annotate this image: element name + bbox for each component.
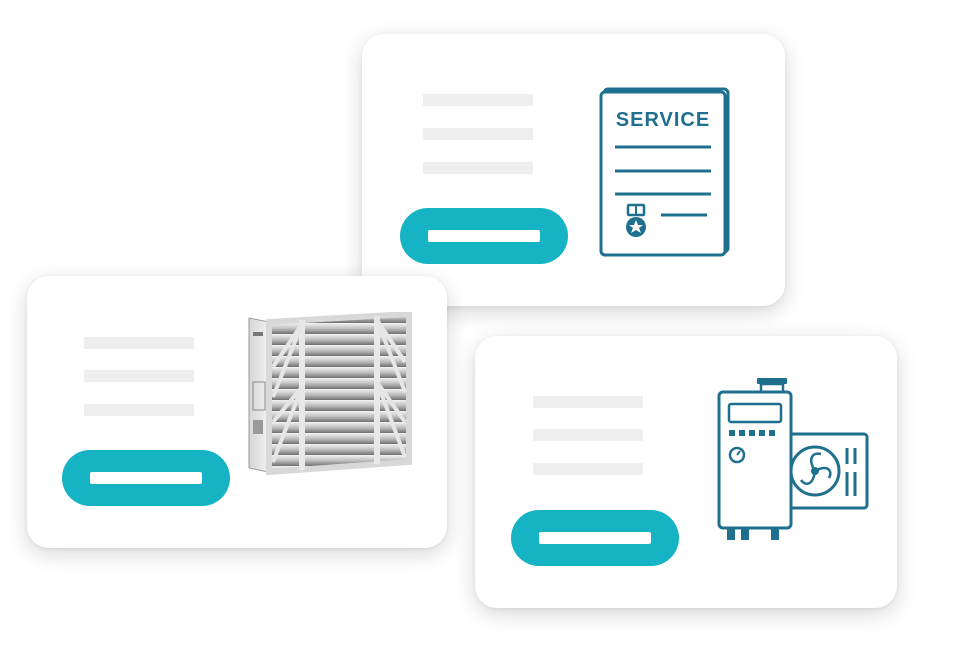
service-card: SERVICE [362,34,785,306]
placeholder-line [423,94,533,106]
service-certificate-icon: SERVICE [599,87,730,257]
placeholder-line [84,370,194,382]
placeholder-line [533,429,643,441]
medal-icon [626,203,646,237]
filter-card-button[interactable] [62,450,230,506]
placeholder-line [423,162,533,174]
hvac-card-button[interactable] [511,510,679,566]
filter-card [27,276,447,548]
certificate-title: SERVICE [616,109,710,131]
air-filter-image [248,312,412,476]
button-label-placeholder [539,532,651,544]
placeholder-line [533,463,643,475]
placeholder-line [84,404,194,416]
placeholder-line [533,396,643,408]
button-label-placeholder [428,230,540,242]
service-card-button[interactable] [400,208,568,264]
furnace-ac-unit-icon [717,378,869,540]
placeholder-line [84,337,194,349]
placeholder-line [423,128,533,140]
button-label-placeholder [90,472,202,484]
hvac-card [475,336,897,608]
